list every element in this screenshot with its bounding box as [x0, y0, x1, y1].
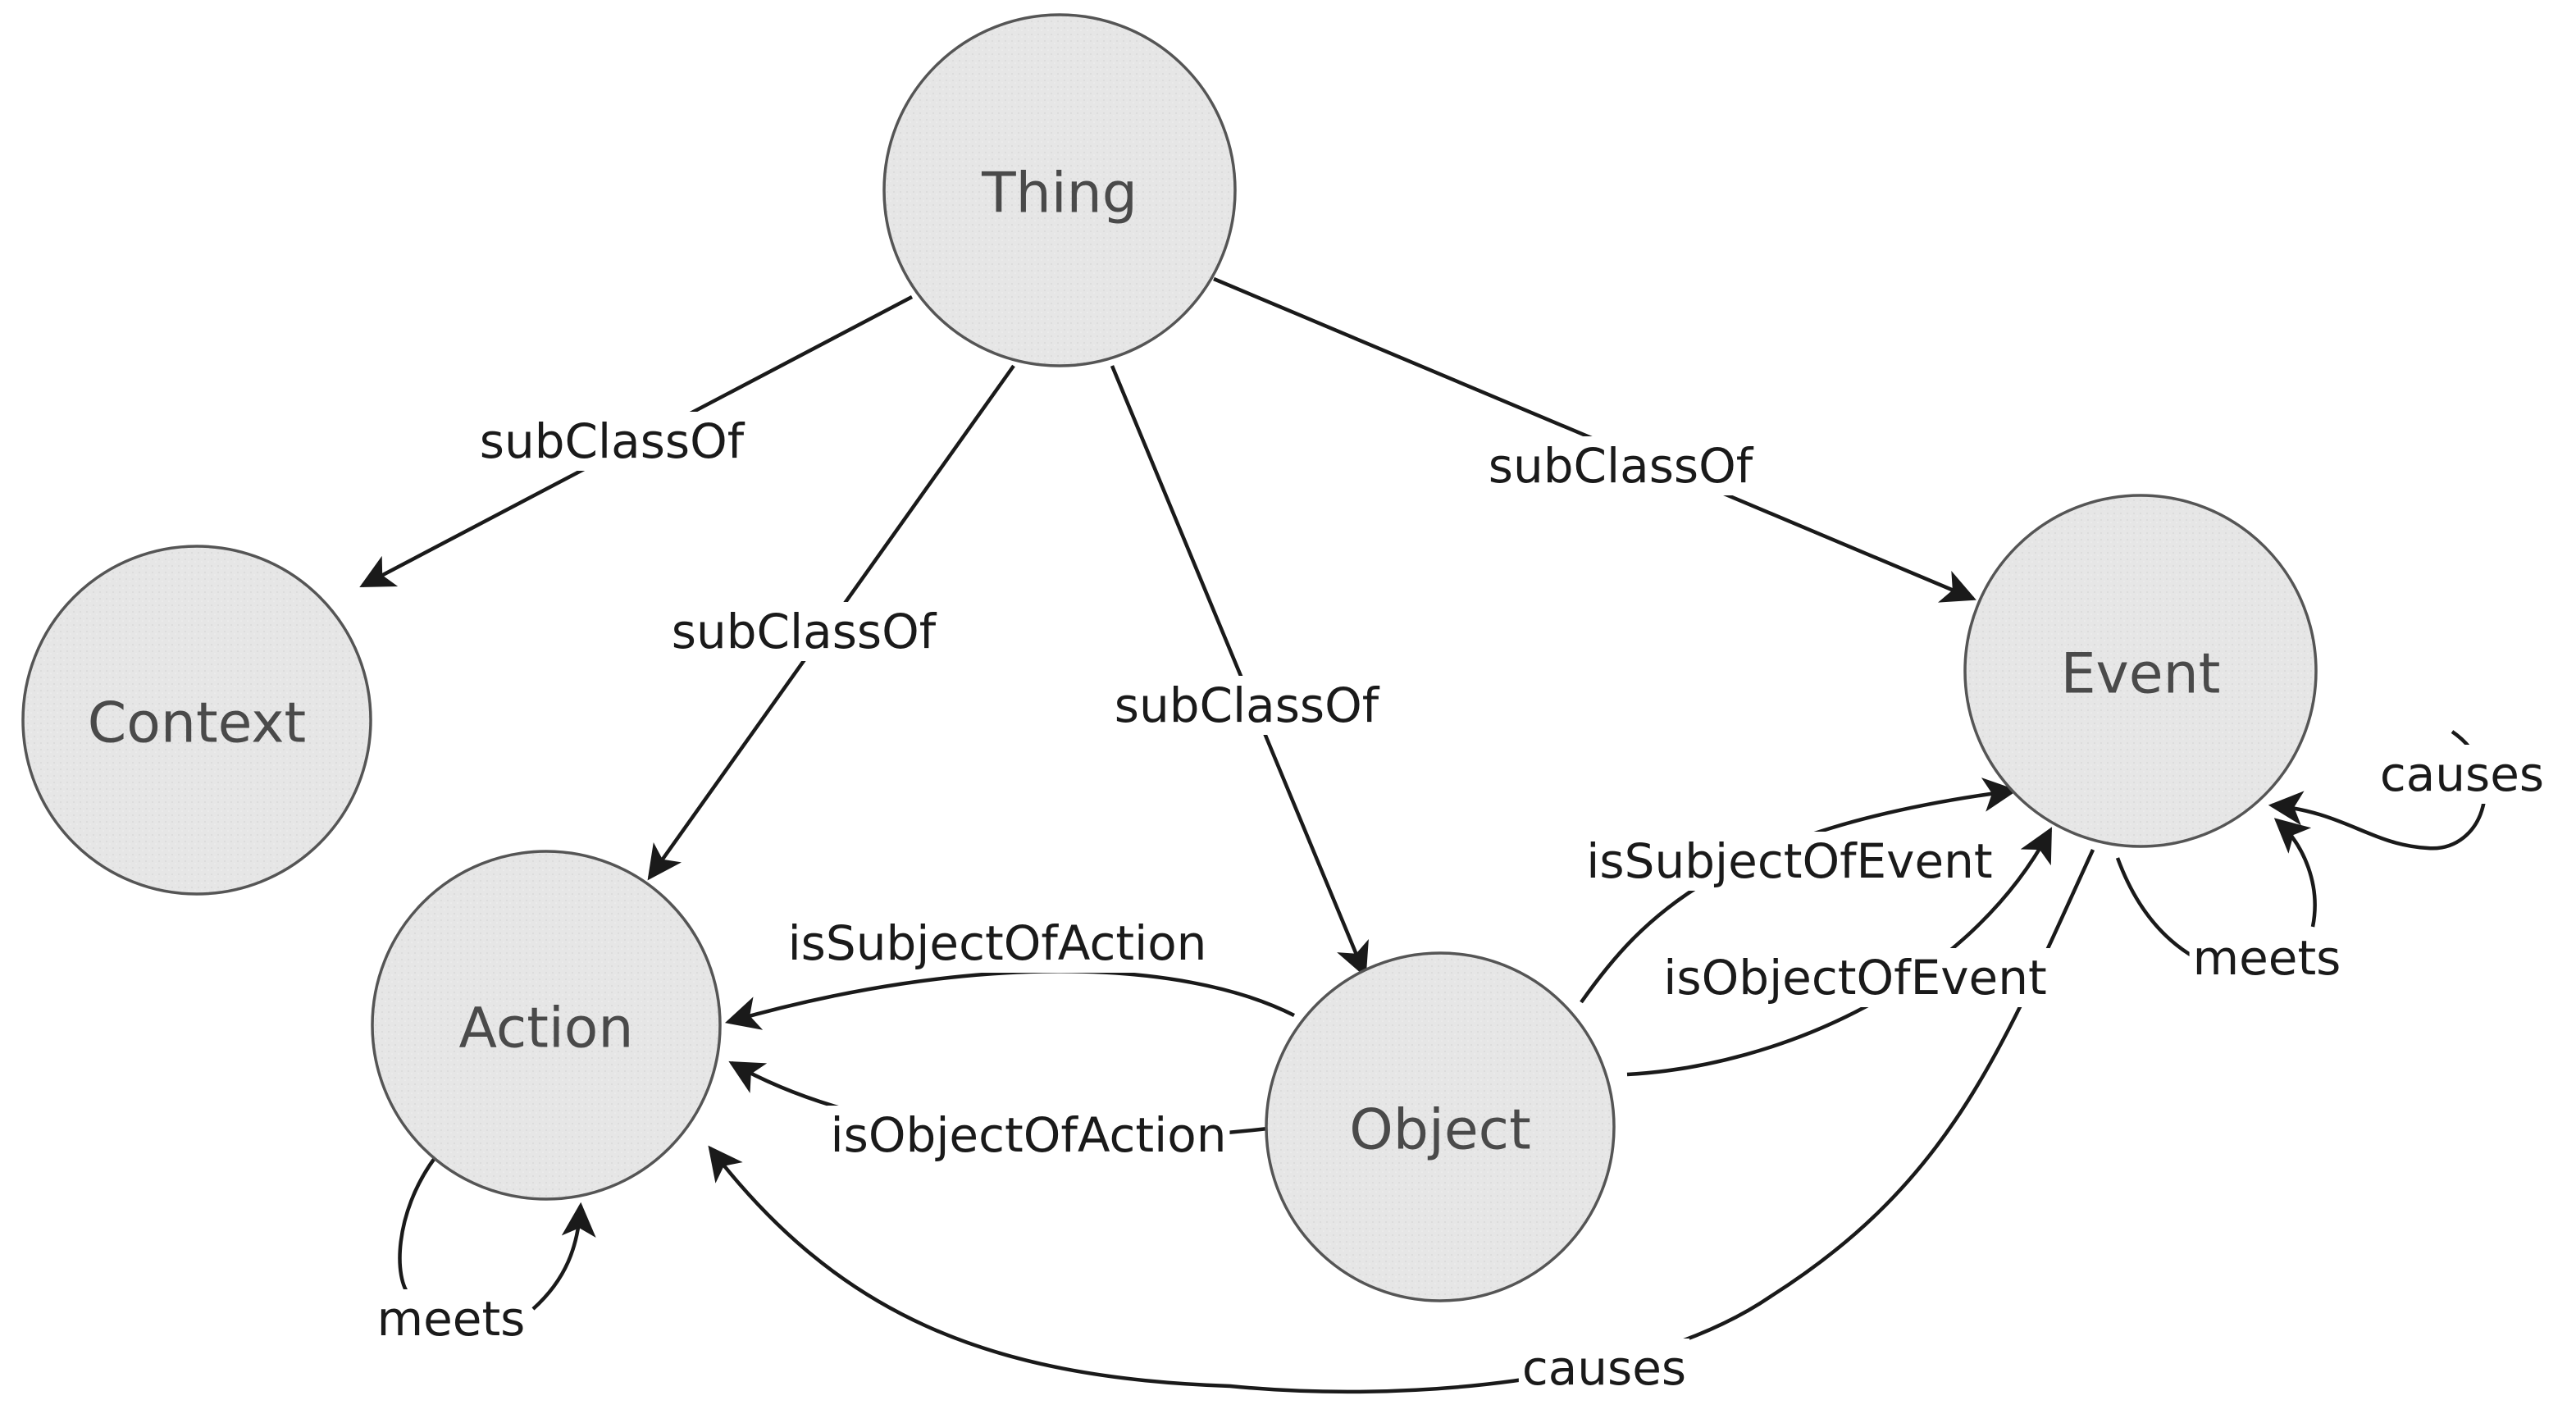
node-event[interactable]: Event: [1963, 494, 2318, 848]
edge-label-background: [2189, 928, 2345, 987]
edge-labels-layer: subClassOf subClassOf subClassOf subClas…: [373, 412, 2548, 1398]
edge-label-background: [1484, 436, 1758, 495]
label-thing-action: subClassOf: [672, 604, 937, 659]
edge-label-background: [476, 412, 749, 471]
label-thing-context: subClassOf: [480, 413, 745, 469]
edge-label-background: [1583, 832, 1996, 891]
edge-event-action-causes: [708, 849, 2095, 1394]
label-event-action-causes: causes: [1522, 1340, 1686, 1396]
edge-thing-object: [1110, 365, 1369, 978]
label-object-event-object: isObjectOfEvent: [1663, 950, 2046, 1006]
label-thing-object: subClassOf: [1115, 677, 1380, 733]
edge-label-background: [1660, 948, 2050, 1007]
edge-label-background: [2376, 745, 2548, 804]
nodes-layer: Thing Context Action Object Event: [21, 13, 2318, 1302]
edge-label-background: [1518, 1339, 1690, 1398]
label-object-event-subject: isSubjectOfEvent: [1586, 833, 1992, 889]
label-action-meets-loop: meets: [377, 1291, 526, 1347]
edge-label-background: [1110, 676, 1384, 735]
edge-label-background: [784, 914, 1210, 973]
edge-action-meets-loop: [398, 1156, 581, 1311]
edge-label-background: [668, 602, 941, 661]
edge-label-background: [827, 1106, 1230, 1165]
node-action-label: Action: [459, 997, 634, 1061]
node-context[interactable]: Context: [21, 545, 372, 896]
label-event-meets-loop: meets: [2193, 930, 2341, 986]
node-action[interactable]: Action: [371, 850, 722, 1201]
label-object-action-object: isObjectOfAction: [831, 1107, 1227, 1163]
edge-object-action-subject: [724, 969, 1296, 1030]
edge-label-background: [373, 1289, 529, 1348]
node-thing[interactable]: Thing: [882, 13, 1237, 367]
node-object-label: Object: [1349, 1098, 1530, 1163]
label-object-action-subject: isSubjectOfAction: [788, 915, 1207, 971]
node-event-label: Event: [2061, 642, 2221, 707]
node-object[interactable]: Object: [1265, 951, 1616, 1302]
label-thing-event: subClassOf: [1489, 438, 1754, 494]
node-thing-label: Thing: [981, 162, 1138, 226]
node-context-label: Context: [88, 691, 306, 756]
label-event-causes-loop: causes: [2380, 746, 2544, 802]
